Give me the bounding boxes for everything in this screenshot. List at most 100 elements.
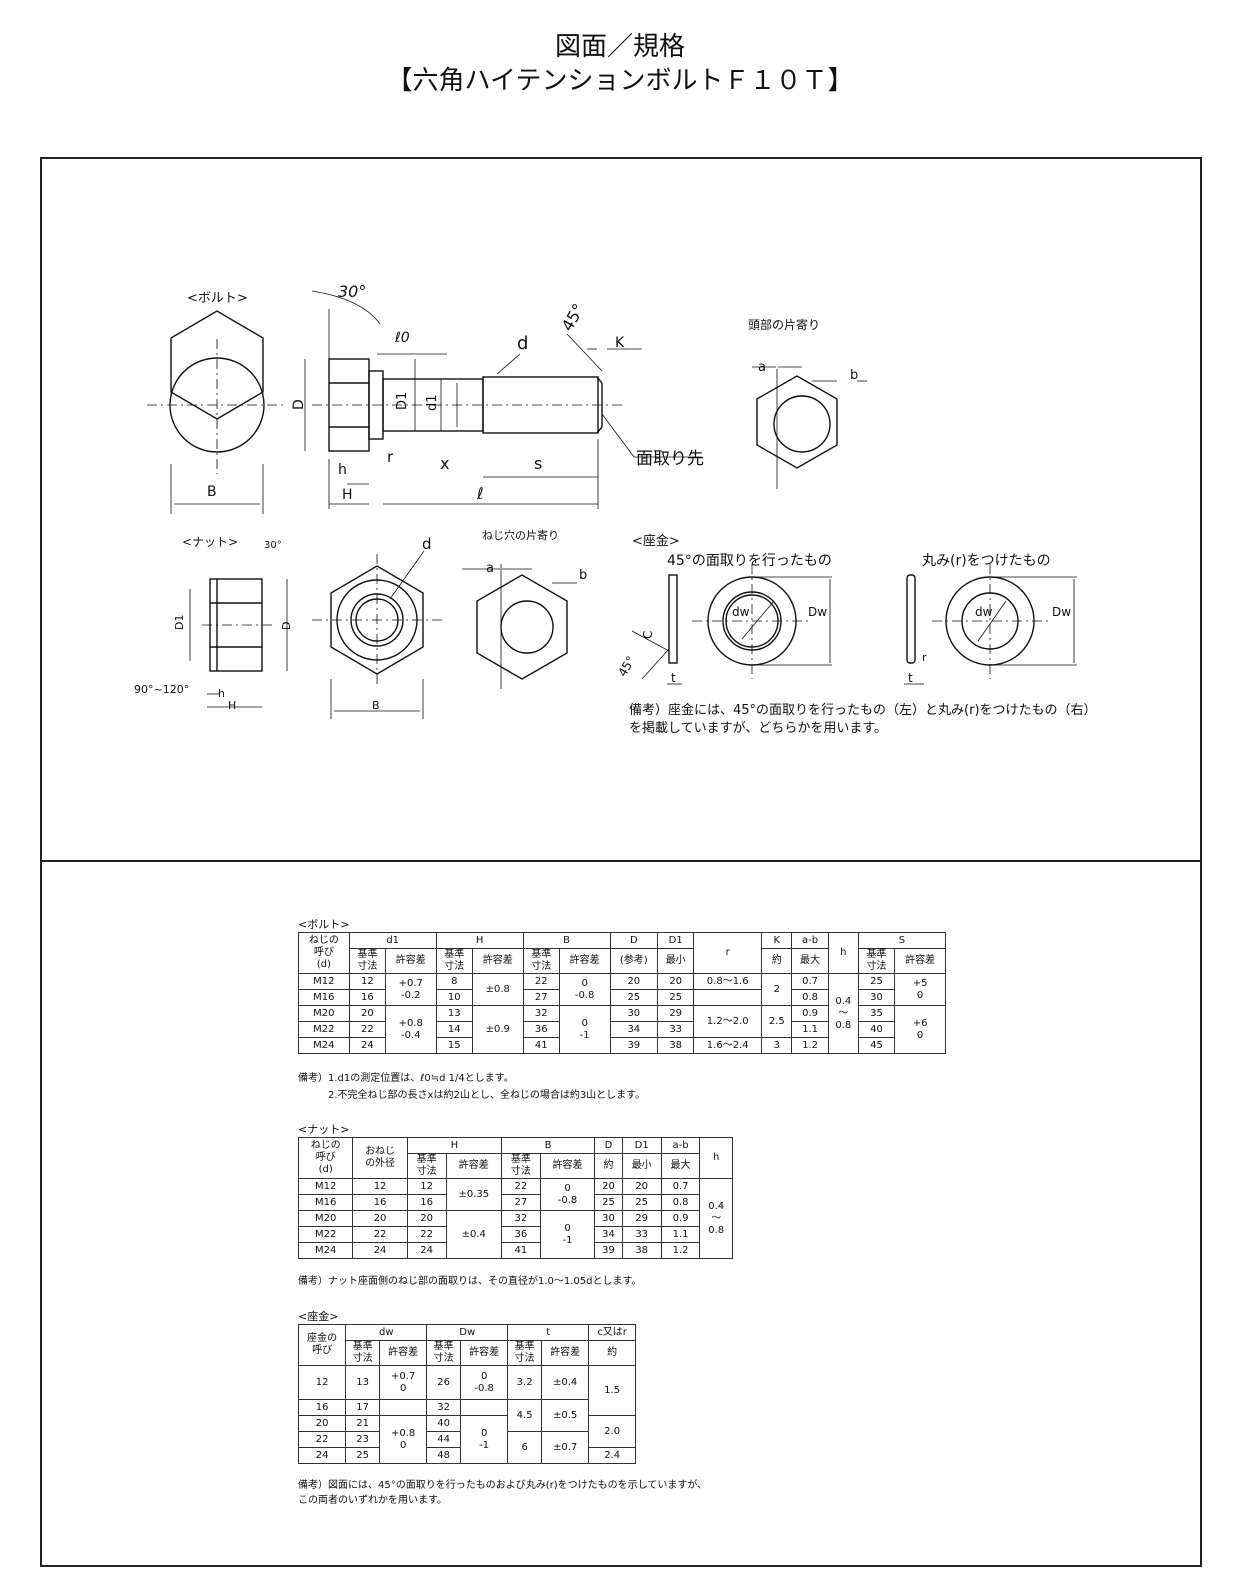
table-cell: 39 bbox=[594, 1242, 623, 1259]
table-cell: 45 bbox=[857, 1037, 896, 1054]
header-tol: 許容差 bbox=[558, 948, 611, 974]
table-cell: 22 bbox=[352, 1226, 408, 1243]
table-cell: 20 bbox=[348, 1005, 386, 1022]
bolt-angle-30: 30° bbox=[338, 282, 366, 301]
header-c: c又はr bbox=[588, 1324, 636, 1341]
table-cell: 最大 bbox=[660, 1153, 701, 1179]
washer-note-line2: を掲載していますが、どちらかを用います。 bbox=[629, 720, 887, 736]
table-cell: 0.7 bbox=[660, 1178, 701, 1195]
table-cell: 0 -1 bbox=[459, 1415, 509, 1464]
table-cell: 26 bbox=[426, 1365, 461, 1400]
table-cell: M20 bbox=[298, 1005, 350, 1022]
table-cell: 36 bbox=[522, 1021, 560, 1038]
table-cell: 基準 寸法 bbox=[345, 1340, 380, 1366]
table-cell: 基準 寸法 bbox=[426, 1340, 461, 1366]
table-cell: 4.5 bbox=[507, 1399, 542, 1432]
dim-b-head: b bbox=[850, 368, 858, 383]
table-cell: 25 bbox=[594, 1194, 623, 1211]
dim-B-bolt: B bbox=[207, 484, 217, 500]
frame-divider bbox=[40, 860, 1202, 862]
dim-b-nut: b bbox=[579, 568, 587, 583]
table-cell: M20 bbox=[297, 1210, 354, 1227]
washer-left-side bbox=[668, 574, 678, 664]
dim-H-nut: H bbox=[228, 699, 236, 712]
bolt-table-label: <ボルト> bbox=[298, 918, 350, 931]
nut-front-hexagon bbox=[330, 565, 424, 675]
bolt-head-hexagon bbox=[170, 310, 264, 420]
table-cell: 36 bbox=[501, 1226, 541, 1243]
table-cell: 3.2 bbox=[507, 1365, 542, 1400]
table-cell: 25 bbox=[609, 989, 659, 1006]
table-cell: 1.2 bbox=[791, 1037, 829, 1054]
table-cell: 44 bbox=[426, 1431, 461, 1448]
table-cell: 16 bbox=[297, 1399, 347, 1416]
table-cell: 0 -1 bbox=[558, 1005, 611, 1054]
dim-dw-left: dw bbox=[732, 605, 750, 619]
dim-h: h bbox=[338, 462, 347, 478]
table-cell: ±0.9 bbox=[471, 1005, 524, 1054]
table-cell: 30 bbox=[857, 989, 896, 1006]
table-cell: 21 bbox=[345, 1415, 380, 1432]
table-cell: ±0.7 bbox=[540, 1431, 590, 1464]
table-cell: 40 bbox=[857, 1021, 896, 1038]
table-cell: 0.8 bbox=[791, 989, 829, 1006]
header-ref: (参考) bbox=[609, 948, 659, 974]
nut-view-label: <ナット> bbox=[182, 535, 238, 549]
washer-note-1: 備考）図面には、45°の面取りを行ったものおよび丸み(r)をつけたものを示してい… bbox=[298, 1480, 708, 1491]
washer-view-label: <座金> bbox=[632, 533, 680, 549]
page-title-line2: 【六角ハイテンションボルトＦ１０Ｔ】 bbox=[386, 66, 854, 96]
table-cell: M16 bbox=[298, 989, 350, 1006]
table-cell: 2.0 bbox=[588, 1415, 636, 1448]
washer-right-side bbox=[906, 574, 916, 664]
table-cell: 39 bbox=[609, 1037, 659, 1054]
dim-d1: d1 bbox=[425, 394, 440, 411]
header-tol: 許容差 bbox=[894, 948, 946, 974]
dim-K: K bbox=[615, 335, 625, 351]
table-cell: M22 bbox=[297, 1226, 354, 1243]
table-cell: 約 bbox=[588, 1340, 636, 1366]
table-cell: 20 bbox=[657, 973, 695, 990]
bolt-note-1: 備考）1.d1の測定位置は、ℓ0≒d 1/4とします。 bbox=[298, 1073, 514, 1084]
table-cell: M22 bbox=[298, 1021, 350, 1038]
table-cell: 22 bbox=[501, 1178, 541, 1195]
bolt-view-label: <ボルト> bbox=[187, 291, 248, 306]
header-nominal: 座金の 呼び bbox=[297, 1324, 347, 1366]
nut-angle-30: 30° bbox=[264, 540, 282, 551]
table-cell: 20 bbox=[352, 1210, 408, 1227]
table-cell: +0.8 0 bbox=[378, 1415, 428, 1464]
table-cell: 0 -0.8 bbox=[539, 1178, 596, 1211]
table-cell: 24 bbox=[348, 1037, 386, 1054]
table-cell: 2.5 bbox=[761, 1005, 793, 1038]
header-outer: おねじ の外径 bbox=[352, 1137, 408, 1179]
table-cell: 2.4 bbox=[588, 1447, 636, 1464]
table-cell: +6 0 bbox=[894, 1005, 946, 1054]
table-cell: 32 bbox=[426, 1399, 461, 1416]
table-cell: 基準 寸法 bbox=[507, 1340, 542, 1366]
header-t: t bbox=[507, 1324, 590, 1341]
table-cell: 38 bbox=[657, 1037, 695, 1054]
table-cell: 35 bbox=[857, 1005, 896, 1022]
table-cell: 29 bbox=[657, 1005, 695, 1022]
dim-d-nut: d bbox=[422, 535, 432, 553]
table-cell: M24 bbox=[297, 1242, 354, 1259]
table-cell: 10 bbox=[435, 989, 473, 1006]
table-cell: 12 bbox=[297, 1365, 347, 1400]
table-cell: 34 bbox=[609, 1021, 659, 1038]
dim-a-head: a bbox=[758, 360, 766, 375]
table-cell bbox=[693, 989, 763, 1006]
table-cell: M12 bbox=[298, 973, 350, 990]
bolt-angle-45: 45° bbox=[558, 300, 589, 334]
table-cell: +0.7 -0.2 bbox=[384, 973, 437, 1006]
table-cell: M24 bbox=[298, 1037, 350, 1054]
table-cell: 0.9 bbox=[660, 1210, 701, 1227]
table-cell: 40 bbox=[426, 1415, 461, 1432]
table-cell: 13 bbox=[435, 1005, 473, 1022]
header-h: h bbox=[827, 932, 859, 974]
table-cell bbox=[459, 1399, 509, 1416]
